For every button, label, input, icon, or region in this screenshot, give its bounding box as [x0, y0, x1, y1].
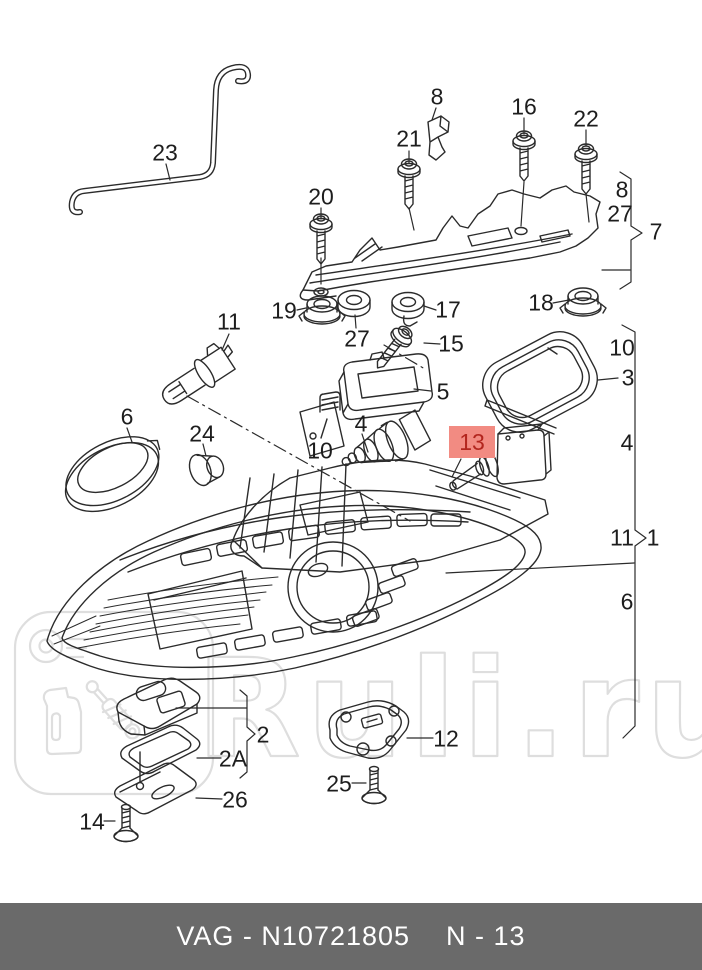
callout-8-top: 8: [430, 83, 444, 110]
callout-6-right: 6: [620, 588, 634, 615]
part-3-seal-ring: [482, 331, 598, 435]
part-20-screw: [309, 213, 333, 265]
callout-2A: 2A: [218, 745, 248, 772]
callout-10-mid: 10: [307, 437, 333, 464]
callout-19: 19: [271, 297, 297, 324]
callout-16: 16: [511, 93, 537, 120]
bracket-1: [621, 324, 647, 739]
part-17-grommet: [391, 291, 425, 320]
callout-4-mid: 4: [354, 410, 368, 437]
part-2A-gasket: [120, 724, 201, 775]
shock-absorber-icon: [85, 680, 141, 740]
callout-6-left: 6: [120, 403, 134, 430]
callout-8-right: 8: [615, 176, 629, 203]
wheel-icon: [28, 628, 90, 664]
callout-13-highlighted: 13: [449, 426, 495, 458]
headlight-lens-assembly: [46, 489, 542, 681]
led-segments-right: [351, 558, 419, 627]
callout-26: 26: [222, 786, 248, 813]
led-segments-bottom: [195, 610, 378, 659]
part-15-screw: [368, 321, 418, 376]
part-16-screw: [512, 130, 536, 182]
watermark: Ruli.ru: [13, 610, 702, 796]
logo-frame: [13, 610, 215, 796]
part-21-screw: [397, 158, 421, 210]
part-26-plate: [113, 751, 197, 815]
part-22-screw: [574, 143, 598, 195]
callout-10-right: 10: [609, 334, 635, 361]
part-27-grommet: [337, 289, 371, 318]
part-5-control-module: [338, 351, 434, 421]
part-23-retaining-rod: [68, 63, 252, 216]
watermark-logo: [13, 610, 215, 796]
assembly-axis: [186, 395, 411, 522]
bracket-2: [239, 689, 256, 779]
callout-3: 3: [621, 364, 635, 391]
headlight-rear-housing: [230, 459, 549, 573]
part-2-access-cover: [116, 677, 201, 736]
footer-part-number: VAG - N10721805: [176, 921, 411, 951]
callout-2: 2: [256, 721, 270, 748]
callout-11-right: 11: [610, 524, 634, 551]
callout-15: 15: [438, 330, 464, 357]
callout-1: 1: [646, 524, 660, 551]
callout-21: 21: [396, 125, 422, 152]
callout-17: 17: [435, 296, 461, 323]
part-18-bulb-socket: [559, 287, 607, 317]
callout-12: 12: [433, 725, 459, 752]
callout-27-mid: 27: [344, 325, 370, 352]
callout-7: 7: [649, 218, 663, 245]
watermark-text: Ruli.ru: [196, 631, 702, 789]
part-7-cover-panel: [299, 185, 601, 301]
part-12-cap: [328, 699, 410, 760]
callout-18: 18: [528, 289, 554, 316]
part-8-clip: [427, 115, 450, 161]
callout-25: 25: [326, 770, 352, 797]
part-24-cap: [188, 453, 225, 487]
part-17-clip-hook: [402, 315, 418, 327]
part-11-halogen-bulb: [161, 342, 236, 405]
callout-5: 5: [436, 378, 450, 405]
callout-24: 24: [189, 420, 215, 447]
callout-14: 14: [79, 808, 105, 835]
led-segments-top: [179, 512, 462, 567]
leader-lines: [103, 107, 647, 822]
callout-23: 23: [152, 139, 178, 166]
callout-4-right: 4: [620, 429, 634, 456]
footer-page-code: N - 13: [446, 921, 526, 951]
part-10-plate: [299, 391, 345, 457]
oil-can-icon: [42, 686, 83, 756]
part-6-trim-ring: [64, 436, 161, 513]
callout-22: 22: [573, 105, 599, 132]
projector-lens: [287, 541, 379, 633]
callout-27-right: 27: [607, 200, 633, 227]
footer-bar: VAG - N10721805 N - 13: [0, 903, 702, 970]
bracket-7: [619, 171, 643, 290]
callout-20: 20: [308, 183, 334, 210]
callout-11: 11: [217, 308, 241, 335]
